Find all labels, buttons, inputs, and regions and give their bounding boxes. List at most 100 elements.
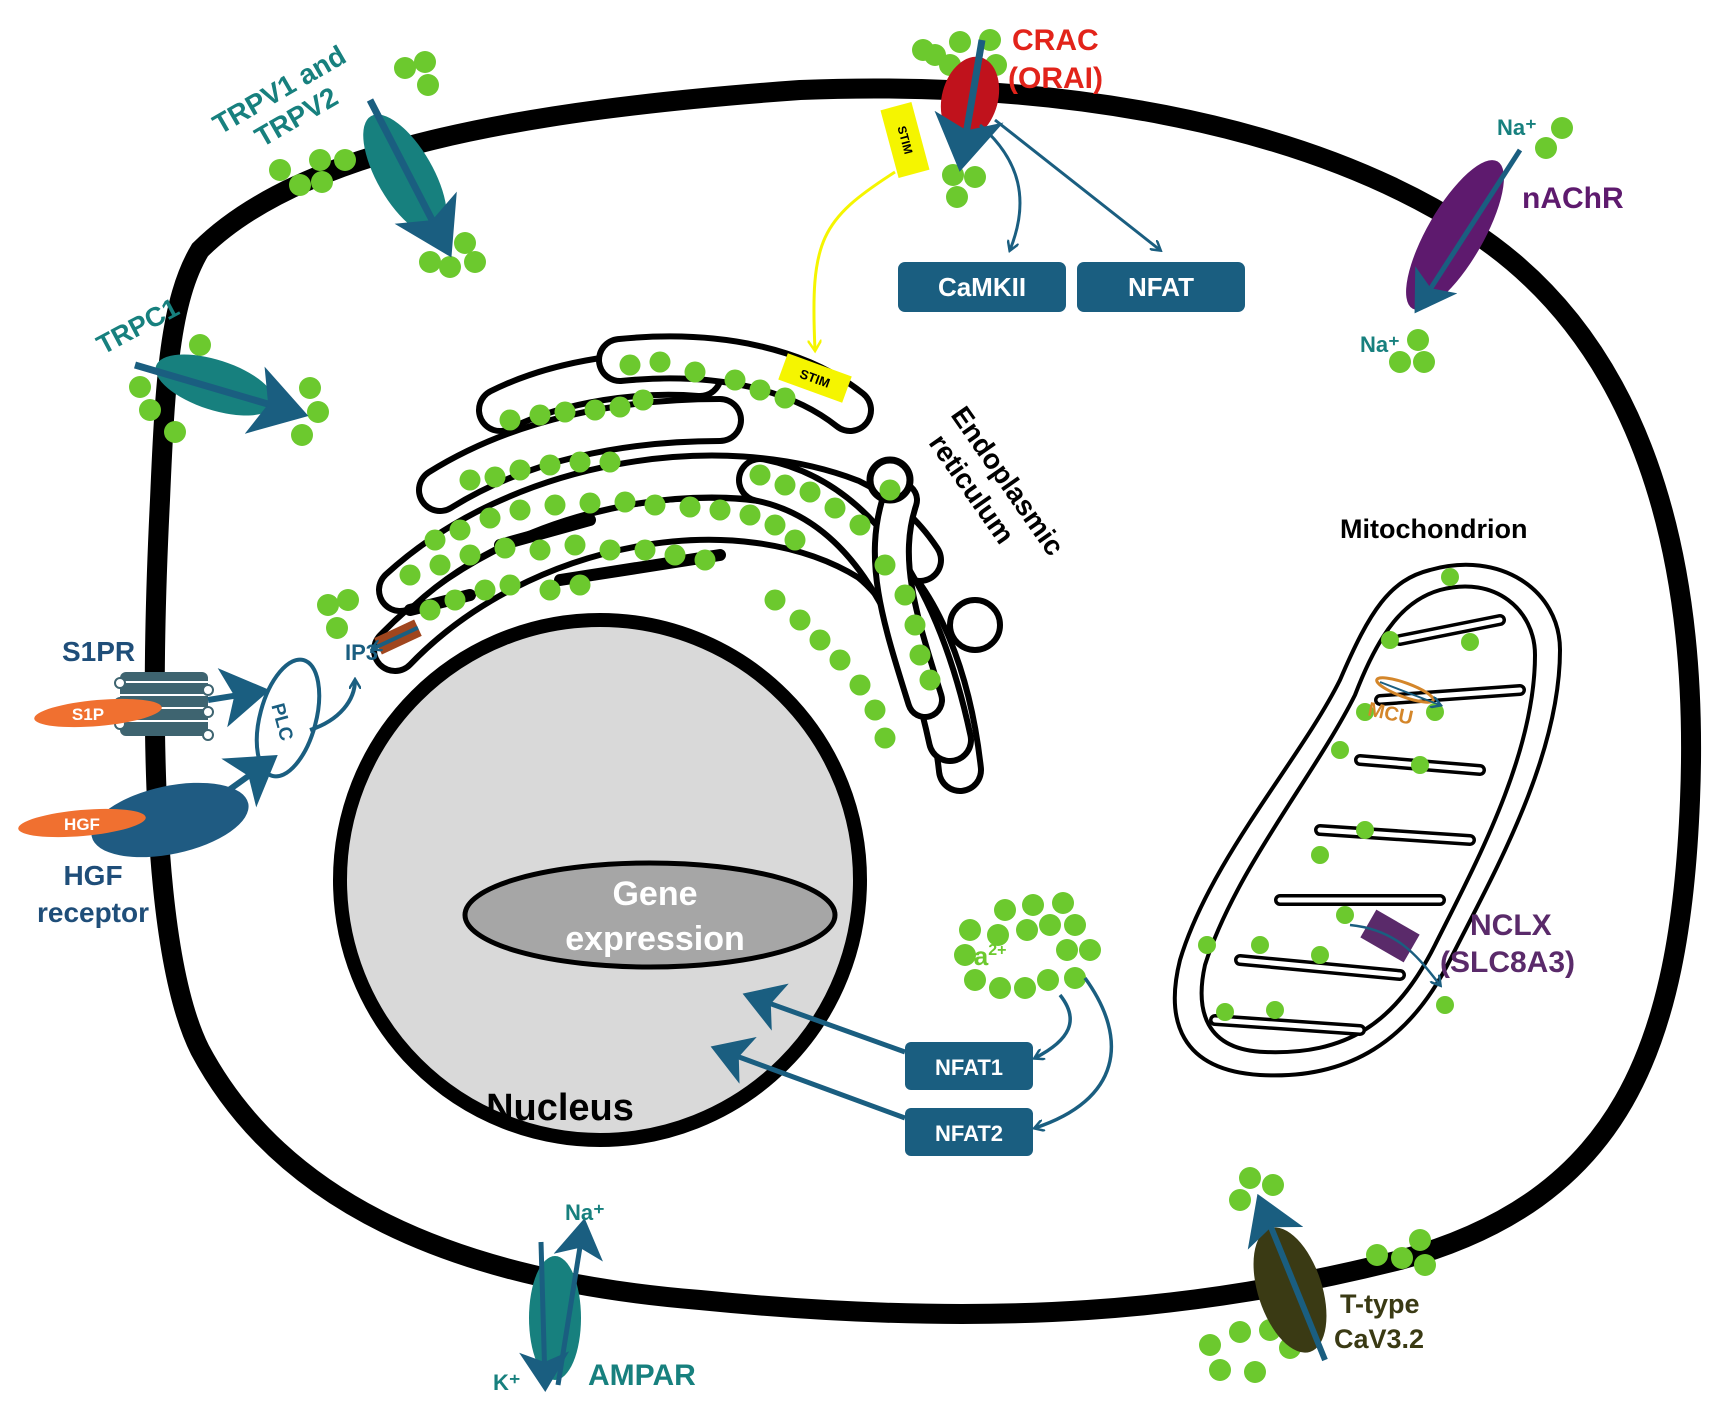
hgf-receptor-label-2: receptor [37, 897, 149, 928]
nfat-label: NFAT [1128, 272, 1194, 302]
calcium-ion [1411, 756, 1429, 774]
calcium-ion [584, 399, 606, 421]
calcium-ion [774, 387, 796, 409]
mcu-channel [1375, 676, 1440, 707]
calcium-ion [309, 149, 331, 171]
calcium-ion [874, 727, 896, 749]
ampar-label: AMPAR [588, 1359, 696, 1392]
calcium-ion [724, 369, 746, 391]
calcium-ion [1436, 996, 1454, 1014]
ip3-label: IP3 [345, 640, 378, 665]
calcium-ion [1216, 1003, 1234, 1021]
slc8a3-label: (SLC8A3) [1440, 946, 1575, 979]
calcium-ion [1262, 1174, 1284, 1196]
calcium-ion [1266, 1001, 1284, 1019]
calcium-ion [994, 899, 1016, 921]
calcium-ion [529, 404, 551, 426]
calcium-ion [494, 537, 516, 559]
crac-orai-channel [934, 39, 1004, 172]
calcium-ion [1016, 919, 1038, 941]
calcium-ion [417, 74, 439, 96]
plc-to-ip3-arrow [309, 680, 355, 732]
hgf-ligand [18, 808, 146, 838]
calcium-ion [484, 466, 506, 488]
s1p-label: S1P [72, 705, 104, 724]
calcium-ion [789, 609, 811, 631]
calcium-ion [499, 574, 521, 596]
calcium-ion [1037, 969, 1059, 991]
calcium-ion [1022, 894, 1044, 916]
ip3-receptor [369, 619, 422, 655]
calcium-ion [949, 31, 971, 53]
stim-membrane: STIM [880, 102, 930, 178]
calcium-ion [864, 699, 886, 721]
calcium-ion [1056, 939, 1078, 961]
calcium-ion [569, 451, 591, 473]
calcium-ion [1079, 939, 1101, 961]
nfat2-label: NFAT2 [935, 1121, 1003, 1146]
calcium-ion [694, 549, 716, 571]
calcium-ion [564, 534, 586, 556]
calcium-ion [454, 232, 476, 254]
calcium-ion [634, 539, 656, 561]
calcium-ion [1311, 846, 1329, 864]
calcium-ion [1441, 568, 1459, 586]
calcium-ion [784, 529, 806, 551]
orai-label: (ORAI) [1008, 62, 1103, 95]
calcium-ion [189, 334, 211, 356]
er-calcium-ions [399, 351, 941, 749]
calcium-ion [1331, 741, 1349, 759]
calcium-ion [1366, 1244, 1388, 1266]
nachr-na-in-label: Na⁺ [1497, 115, 1537, 140]
calcium-ion [1039, 914, 1061, 936]
calcium-ion [1535, 137, 1557, 159]
calcium-ion [139, 399, 161, 421]
nclx-label: NCLX [1470, 909, 1552, 942]
calcium-ion [579, 492, 601, 514]
calcium-ion [1251, 936, 1269, 954]
calcium-ion [429, 554, 451, 576]
calcium-ion [874, 554, 896, 576]
crac-to-nfat-arrow [994, 118, 1160, 250]
calcium-ion [664, 544, 686, 566]
stim-er: STIM [778, 353, 852, 403]
ca-to-nfat2-arrow [1035, 976, 1114, 1128]
calcium-ion [1229, 1189, 1251, 1211]
calcium-ion [599, 539, 621, 561]
calcium-ion [419, 599, 441, 621]
calcium-ion [912, 39, 934, 61]
calcium-ion [539, 579, 561, 601]
hgf-receptor [91, 782, 249, 858]
calcium-ion [649, 351, 671, 373]
calcium-ion [919, 669, 941, 691]
calcium-ion [569, 574, 591, 596]
calcium-ion [946, 186, 968, 208]
calcium-ion [419, 251, 441, 273]
mitochondrion-calcium-ions [1198, 568, 1479, 1021]
calcium-ion [474, 579, 496, 601]
calcium-ion [1426, 703, 1444, 721]
calcium-ion [1229, 1321, 1251, 1343]
calcium-ion [1064, 967, 1086, 989]
calcium-ion [904, 614, 926, 636]
calcium-ion [879, 479, 901, 501]
mitochondrion-label: Mitochondrion [1340, 514, 1527, 544]
calcium-ion [414, 51, 436, 73]
stim-link-arrow [814, 170, 896, 350]
calcium-ion [499, 409, 521, 431]
calcium-ion [164, 421, 186, 443]
trpv-label: TRPV1 and TRPV2 [208, 39, 352, 152]
nfat-box [1077, 262, 1245, 312]
nucleus-label: Nucleus [486, 1087, 634, 1129]
calcium-ion [464, 251, 486, 273]
gene-expression-oval [462, 860, 838, 970]
calcium-ion [1407, 329, 1429, 351]
trpv-channel [363, 98, 457, 258]
ampar-na-label: Na⁺ [565, 1200, 605, 1225]
nachr-channel [1406, 148, 1523, 314]
calcium-ion [619, 354, 641, 376]
calcium-ion [964, 166, 986, 188]
calcium-ion [1413, 351, 1435, 373]
calcium-ion [989, 977, 1011, 999]
calcium-ion [337, 589, 359, 611]
